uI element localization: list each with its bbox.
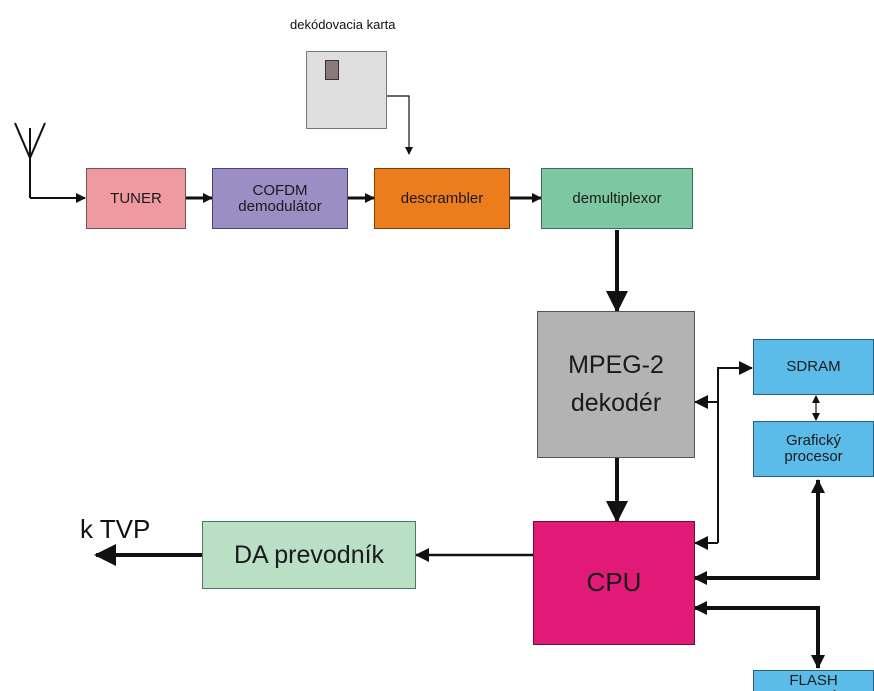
graphics-processor-label: Grafický procesor: [784, 432, 843, 465]
sdram-block: SDRAM: [753, 339, 874, 395]
cpu-gpu-link: [695, 479, 825, 580]
card-to-descrambler-arrow: [387, 95, 413, 155]
output-label: k TVP: [80, 514, 151, 544]
cpu-block: CPU: [533, 521, 695, 645]
tuner-label: TUNER: [110, 189, 162, 207]
descrambler-label: descrambler: [400, 189, 484, 207]
cpu-flash-link: [695, 606, 825, 669]
flash-memory-label: FLASH pamäť: [789, 672, 838, 691]
tuner-block: TUNER: [86, 168, 186, 229]
cofdm-label: COFDM demodulátor: [238, 181, 322, 215]
cpu-label: CPU: [586, 567, 642, 598]
graphics-processor-block: Grafický procesor: [753, 421, 874, 477]
mpeg2-decoder-label: MPEG-2 dekodér: [568, 351, 664, 417]
demultiplexor-label: demultiplexor: [572, 189, 662, 207]
descrambler-block: descrambler: [374, 168, 510, 229]
bus-to-sdram-line: [717, 361, 753, 543]
card-chip-icon: [325, 60, 339, 80]
decoding-card-icon: [306, 51, 387, 129]
mpeg2-decoder-block: MPEG-2 dekodér: [537, 311, 695, 458]
card-label: dekódovacia karta: [290, 17, 396, 32]
sdram-label: SDRAM: [786, 358, 841, 376]
da-converter-block: DA prevodník: [202, 521, 416, 589]
flash-memory-block: FLASH pamäť: [753, 670, 874, 691]
demultiplexor-block: demultiplexor: [541, 168, 693, 229]
cofdm-block: COFDM demodulátor: [212, 168, 348, 229]
antenna-icon: [14, 122, 46, 198]
da-converter-label: DA prevodník: [233, 540, 385, 569]
